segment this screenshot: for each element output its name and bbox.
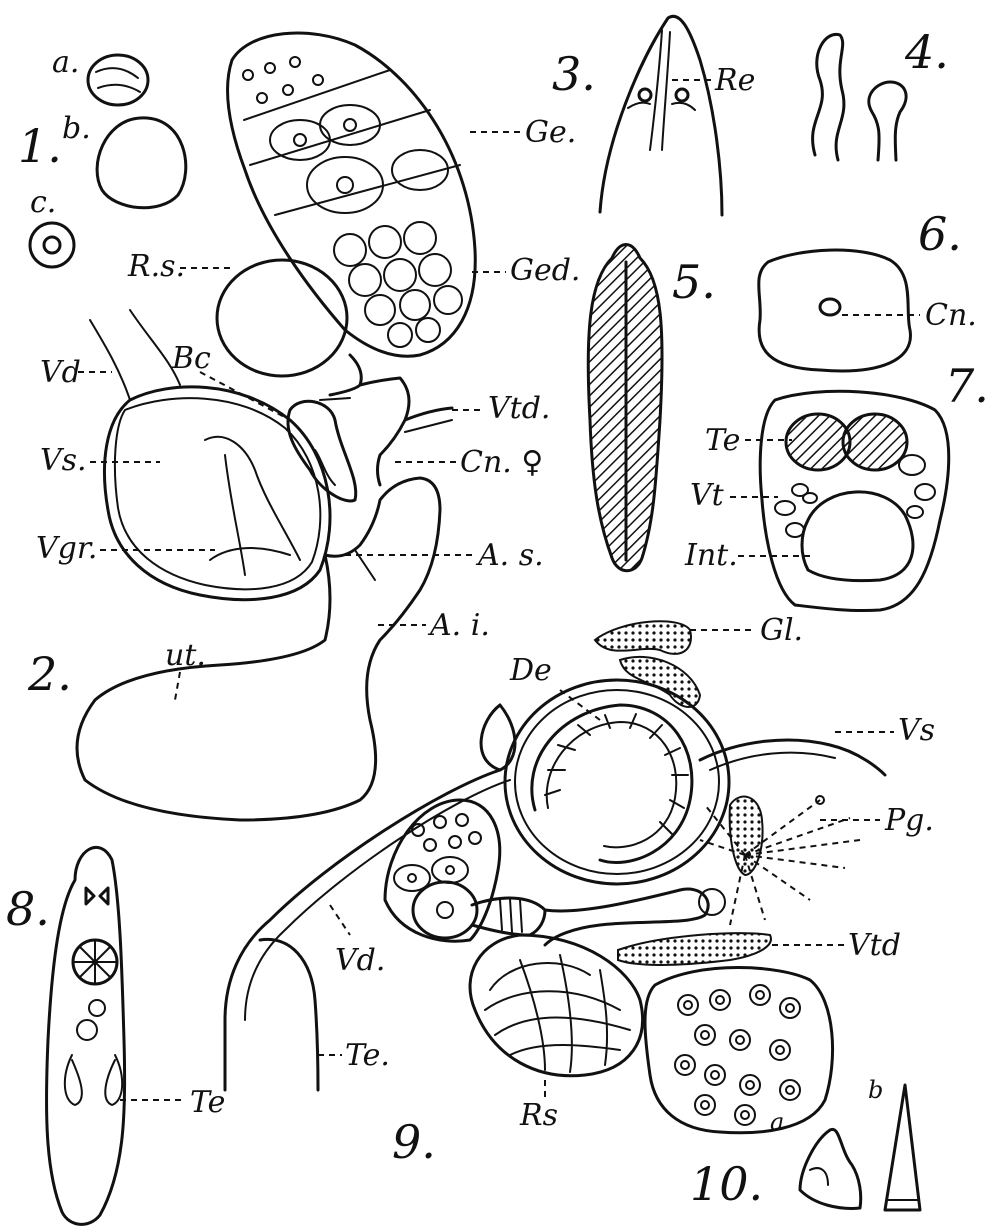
- label-Re: Re: [714, 63, 755, 98]
- fig7-intestine: [802, 492, 913, 581]
- fig1c-cell: [30, 223, 74, 267]
- figure-7: 7. Te Vt Int.: [684, 359, 985, 611]
- label-Pg: Pg.: [884, 803, 934, 838]
- label-Vd-fig9: Vd.: [335, 943, 385, 978]
- fig9-gland-upper: [595, 621, 691, 654]
- fig10b-spine: [885, 1085, 920, 1210]
- bursa-copulatrix: [288, 401, 356, 501]
- fig4-left-structure: [813, 34, 844, 160]
- figure-1: 1. a. b. c.: [18, 45, 186, 267]
- fig2-number: 2.: [27, 647, 72, 701]
- label-Vs-fig2: Vs.: [40, 443, 87, 478]
- fig9-number: 9.: [392, 1115, 436, 1169]
- label-Cn-female: Cn. ♀: [460, 445, 543, 480]
- label-Vt: Vt: [690, 478, 725, 513]
- vesicula-seminalis: [104, 387, 330, 600]
- label-Ged: Ged.: [510, 253, 580, 288]
- label-Te-fig9: Te.: [345, 1038, 390, 1073]
- fig1a-cell: [88, 55, 148, 105]
- fig5-number: 5.: [672, 255, 716, 309]
- fig6-number: 6.: [918, 207, 962, 261]
- label-De: De: [509, 653, 552, 688]
- fig10a-label: a: [770, 1108, 784, 1136]
- label-Gl: Gl.: [760, 613, 803, 648]
- fig9-vitelloduct: [618, 933, 771, 965]
- figure-10: 10. a b: [690, 1076, 920, 1211]
- label-Ai: A. i.: [427, 608, 490, 643]
- fig7-testis-left: [786, 414, 850, 470]
- fig1b-cell: [97, 118, 186, 208]
- fig7-testis-right: [843, 414, 907, 470]
- label-Ge: Ge.: [525, 115, 576, 150]
- fig9-germarium: [385, 800, 500, 941]
- fig3-number: 3.: [552, 47, 596, 101]
- fig7-number: 7.: [945, 359, 985, 413]
- fig6-section: [759, 250, 911, 371]
- fig1b-label: b.: [62, 111, 91, 146]
- receptaculum-seminis: [217, 260, 347, 376]
- fig8-number: 8.: [6, 882, 50, 936]
- fig9-penis-bulb: [505, 680, 729, 884]
- label-Vs-fig9: Vs: [898, 713, 935, 748]
- label-Vtd-fig2: Vtd.: [488, 391, 550, 426]
- label-As: A. s.: [475, 538, 544, 573]
- fig4-right-structure: [869, 82, 906, 160]
- figure-9: 9. Gl. De Vs Pg. Vtd Vd. Te. Rs: [225, 613, 935, 1169]
- label-Rs-fig9: Rs: [519, 1098, 558, 1133]
- label-ut: ut.: [165, 638, 206, 673]
- figure-4: 4.: [813, 25, 949, 160]
- figure-2: 2. Ge. Ged. R.s. Bc Vd Vs. Vgr. Vtd. Cn.…: [27, 33, 580, 820]
- label-Int: Int.: [684, 538, 738, 573]
- figure-8: 8. Te: [6, 847, 225, 1224]
- label-Te-fig7: Te: [705, 423, 740, 458]
- label-Rs-fig2: R.s.: [127, 249, 185, 284]
- fig1a-label: a.: [52, 45, 79, 80]
- fig10a-spine: [800, 1129, 861, 1208]
- fig1-number: 1.: [18, 119, 62, 173]
- figure-3: 3. Re: [552, 16, 755, 215]
- fig10b-label: b: [868, 1076, 883, 1104]
- label-Bc: Bc: [171, 341, 211, 376]
- fig9-receptaculum: [470, 935, 643, 1076]
- fig1c-label: c.: [30, 185, 56, 220]
- label-Te-fig8: Te: [190, 1085, 225, 1120]
- fig4-number: 4.: [904, 25, 949, 79]
- label-Vtd-fig9: Vtd: [848, 928, 901, 963]
- label-Vd-fig2: Vd: [40, 355, 81, 390]
- label-Vgr: Vgr.: [36, 531, 97, 566]
- label-Cn-fig6: Cn.: [925, 298, 977, 333]
- fig10-number: 10.: [690, 1157, 763, 1211]
- figure-6: 6. Cn.: [759, 207, 977, 371]
- figure-5: 5.: [588, 245, 716, 571]
